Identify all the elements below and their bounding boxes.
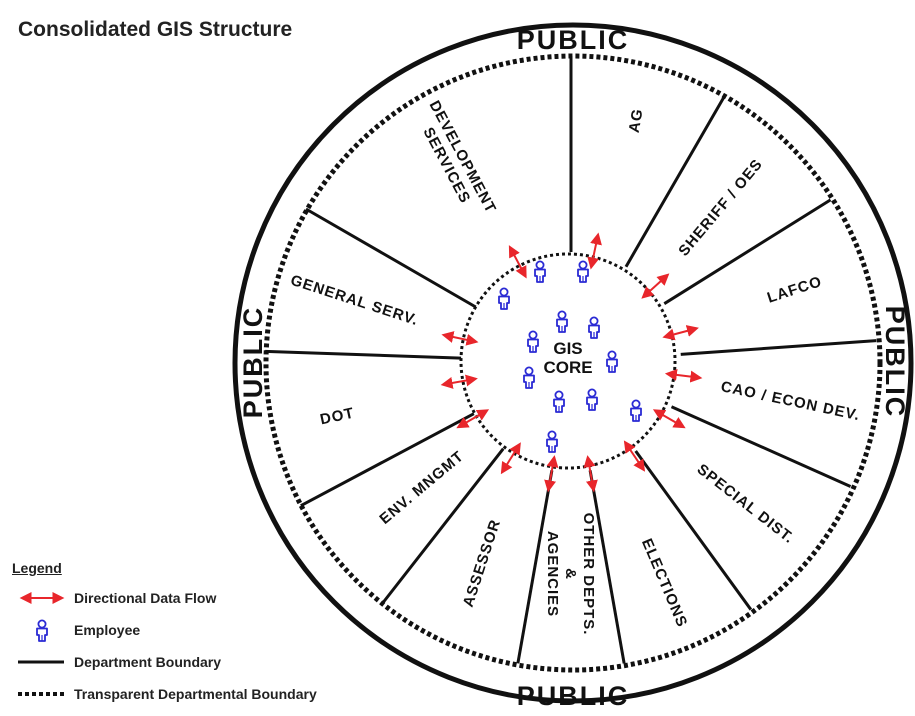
data-flow-arrow (441, 331, 479, 346)
dotted-line-icon (18, 692, 64, 696)
arrow-icon (19, 592, 65, 604)
department-boundary-line (670, 405, 852, 488)
department-boundary-line (381, 447, 505, 605)
employee-icon (630, 399, 642, 422)
public-label: PUBLIC (880, 306, 910, 419)
department-label-development-services: DEVELOPMENTSERVICES (410, 98, 500, 225)
department-label-cao: CAO / ECON DEV. (719, 378, 861, 424)
department-label-dot: DOT (319, 405, 356, 429)
department-boundary-line (663, 198, 832, 305)
employee-icon (523, 366, 535, 389)
department-boundary-line (634, 450, 753, 611)
department-boundaries (265, 56, 877, 664)
core-label-line2: CORE (543, 358, 592, 377)
legend-item-employee: Employee (12, 614, 317, 646)
data-flow-arrow (508, 245, 527, 279)
department-boundary-line (305, 207, 477, 309)
department-label-sheriff: SHERIFF / OES (675, 156, 766, 260)
data-flow-arrow (641, 273, 670, 299)
legend-label: Transparent Departmental Boundary (74, 686, 317, 702)
data-flow-arrow (662, 325, 699, 341)
data-flow-arrow (583, 455, 598, 493)
department-label-ag: AG (626, 107, 647, 134)
department-label-lafco: LAFCO (765, 273, 824, 307)
gis-core-dotted-ring (459, 252, 677, 470)
employee-icon (586, 388, 598, 411)
employee-icon (527, 330, 539, 353)
solid-line-icon (18, 660, 64, 664)
data-flow-arrow (500, 442, 521, 475)
public-label: PUBLIC (238, 306, 268, 419)
outer-boundary-ring (232, 22, 914, 704)
diagram-title: Consolidated GIS Structure (18, 18, 293, 41)
legend-title: Legend (12, 560, 62, 576)
legend-item-transparent-boundary: Transparent Departmental Boundary (12, 678, 317, 710)
department-label-special-dist: SPECIAL DIST. (694, 461, 798, 547)
employee-icon (36, 619, 48, 642)
employee-icon (534, 260, 546, 283)
department-label-elections: ELECTIONS (638, 536, 691, 630)
department-outer-dotted-ring (263, 53, 883, 673)
data-flow-arrow (587, 232, 602, 270)
department-boundary-line (300, 412, 475, 507)
employee-icon (498, 287, 510, 310)
department-boundary-line (516, 470, 554, 664)
department-boundary-line (680, 339, 877, 356)
data-flow-arrows (440, 232, 703, 493)
employee-icon (546, 430, 558, 453)
data-flow-arrow (664, 369, 703, 383)
department-boundary-line (624, 96, 726, 268)
data-flow-arrow (456, 409, 490, 429)
department-boundary-line (588, 470, 626, 664)
employee-icon (588, 316, 600, 339)
employee-icon (577, 260, 589, 283)
employee-icon (553, 390, 565, 413)
data-flow-arrow (652, 409, 686, 429)
data-flow-arrow (623, 440, 646, 472)
legend-label: Employee (74, 622, 141, 638)
data-flow-arrow (440, 374, 478, 389)
data-flow-arrow (544, 455, 559, 493)
department-label-general-serv: GENERAL SERV. (288, 272, 420, 329)
employee-icon (556, 310, 568, 333)
legend-label: Department Boundary (74, 654, 222, 670)
public-labels: PUBLIC PUBLIC PUBLIC PUBLIC (238, 25, 910, 711)
legend-item-data-flow: Directional Data Flow (12, 582, 317, 614)
legend-label: Directional Data Flow (74, 590, 217, 606)
employee-icon (606, 350, 618, 373)
department-label-other-depts: OTHER DEPTS.&AGENCIES (544, 513, 597, 636)
core-label-line1: GIS (553, 339, 582, 358)
legend-item-department-boundary: Department Boundary (12, 646, 317, 678)
department-label-assessor: ASSESSOR (460, 517, 504, 609)
public-label: PUBLIC (517, 25, 630, 55)
department-boundary-line (265, 349, 462, 360)
public-label: PUBLIC (517, 681, 630, 711)
legend: Legend Directional Data Flow Employee De… (12, 560, 317, 710)
